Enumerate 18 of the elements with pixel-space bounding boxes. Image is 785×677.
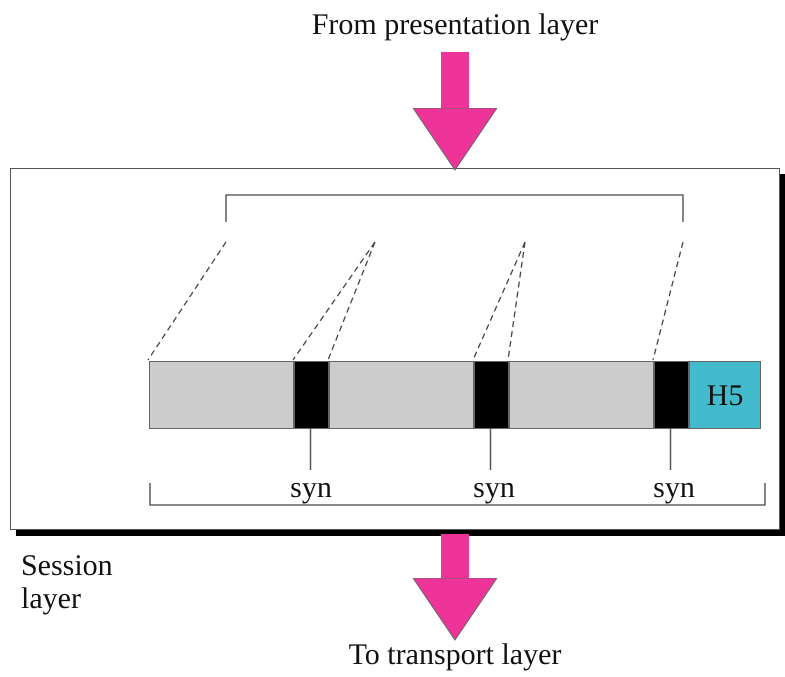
arrow: [412, 52, 498, 170]
arrow: [412, 534, 498, 640]
syn-label: syn: [276, 471, 346, 507]
header-block: H5: [689, 361, 761, 429]
leader-line: [670, 428, 672, 470]
sync-block: [474, 361, 509, 429]
data-segment: [149, 361, 294, 429]
data-segment: [329, 361, 474, 429]
leader-line: [490, 428, 492, 470]
layer-name: Session layer: [21, 549, 114, 615]
sync-block: [294, 361, 329, 429]
syn-label: syn: [459, 471, 529, 507]
data-segment: [509, 361, 654, 429]
layer-label: To transport layer: [305, 638, 605, 674]
syn-label: syn: [639, 471, 709, 507]
layer-label: From presentation layer: [255, 8, 655, 48]
leader-line: [310, 428, 312, 470]
sync-block: [654, 361, 689, 429]
